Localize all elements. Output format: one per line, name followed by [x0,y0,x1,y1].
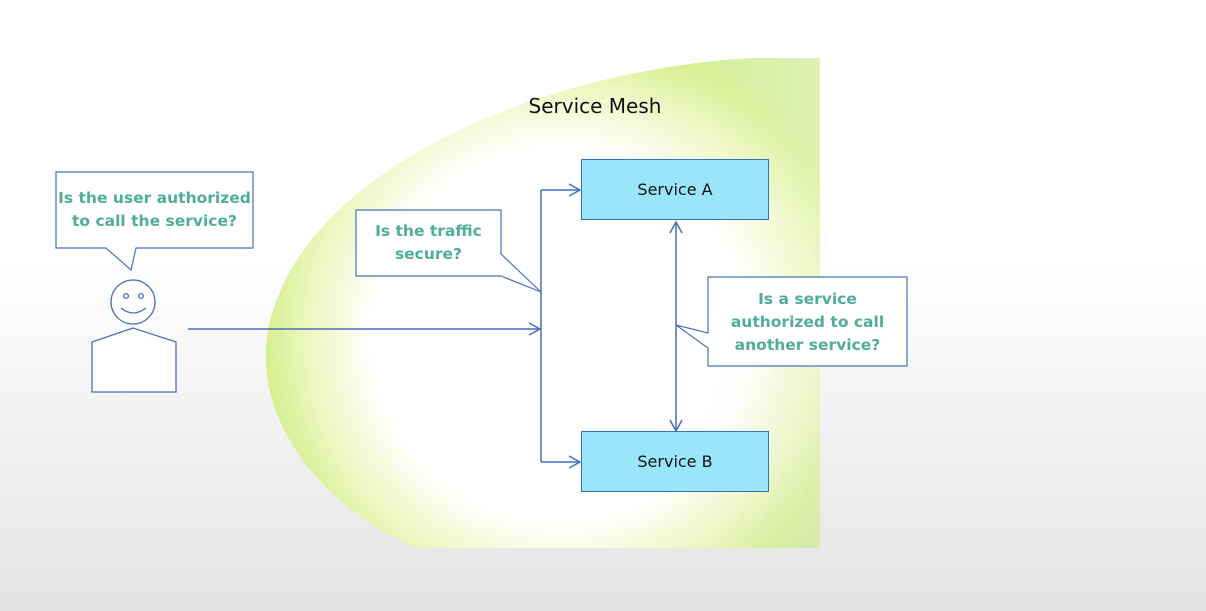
callout-service-auth-bubble [675,276,908,367]
callout-service-auth-text: Is a service authorized to call another … [730,289,885,354]
user-icon [91,279,177,393]
service-a-box: Service A [581,159,769,220]
service-a-arrowhead [669,220,683,234]
diagram-title: Service Mesh [528,94,662,118]
user-to-mesh-arrowhead [528,322,542,336]
service-a-label: Service A [637,180,713,199]
callout-user-auth-text: Is the user authorized to call the servi… [58,189,251,230]
service-b-box: Service B [581,431,769,492]
route-to-service-a-arrowhead [568,183,582,197]
callout-user-auth-bubble [55,171,254,272]
callout-traffic-text: Is the traffic secure? [375,222,482,263]
route-to-service-b-arrowhead [568,455,582,469]
service-b-label: Service B [637,452,713,471]
smiley-face-icon [110,279,156,325]
